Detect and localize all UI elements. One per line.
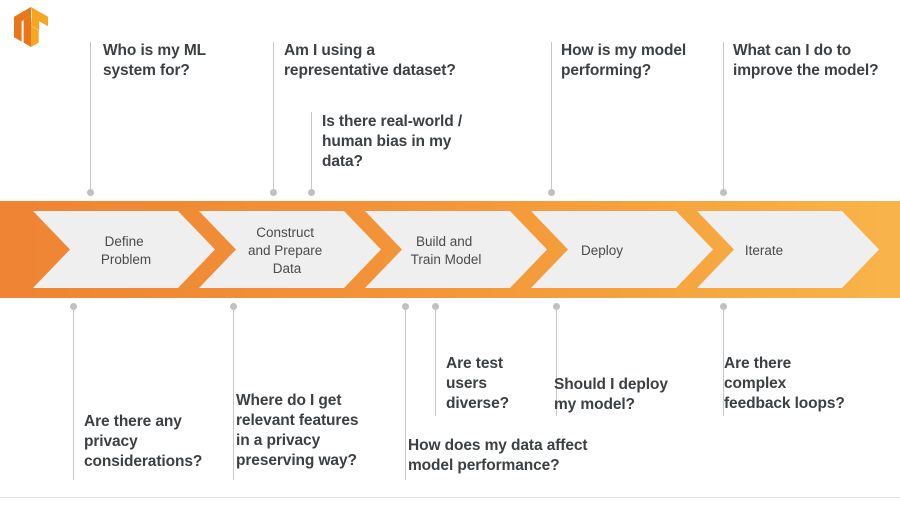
chevron-group: Define Problem Construct and Prepare Dat… [0, 201, 900, 298]
question-who-is-my-ml-system-for: Who is my ML system for? [103, 42, 206, 79]
connector-line-privacy-considerations [73, 306, 74, 480]
question-should-i-deploy: Should I deploy my model? [554, 376, 668, 413]
chevron-label-define-problem: Define Problem [101, 234, 151, 267]
question-privacy-considerations: Are there any privacy considerations? [84, 413, 203, 470]
connector-line-test-users-diverse [435, 306, 436, 416]
chevron-label-iterate: Iterate [745, 243, 783, 258]
question-complex-feedback-loops: Are there complex feedback loops? [724, 355, 845, 412]
connector-dot-real-world-human-bias [308, 189, 315, 196]
footer-divider [0, 497, 900, 498]
connector-line-improve-the-model [723, 42, 724, 192]
connector-line-how-is-my-model-performing [551, 42, 552, 192]
connector-line-should-i-deploy [556, 306, 557, 416]
connector-dot-improve-the-model [720, 189, 727, 196]
chevron-label-construct-and-prepare-data: Construct and Prepare Data [248, 225, 326, 276]
chevron-label-deploy: Deploy [581, 243, 623, 258]
chevron-shape-define-problem [33, 211, 215, 288]
chevron-shape-deploy [531, 211, 713, 288]
connector-dot-representative-dataset [270, 189, 277, 196]
ml-lifecycle-band: Define Problem Construct and Prepare Dat… [0, 201, 900, 298]
connector-dot-who-is-my-ml-system-for [87, 189, 94, 196]
question-representative-dataset: Am I using a representative dataset? [284, 42, 456, 79]
chevron-shape-iterate [697, 211, 879, 288]
chevron-label-build-and-train-model: Build and Train Model [411, 234, 482, 267]
chevron-shape-build-and-train-model [365, 211, 547, 288]
connector-line-real-world-human-bias [311, 112, 312, 192]
connector-line-who-is-my-ml-system-for [90, 42, 91, 192]
connector-dot-how-is-my-model-performing [548, 189, 555, 196]
connector-line-representative-dataset [273, 42, 274, 192]
question-data-affect-performance: How does my data affect model performanc… [408, 437, 588, 474]
connector-line-relevant-features-privacy [233, 306, 234, 480]
question-improve-the-model: What can I do to improve the model? [733, 42, 879, 79]
question-real-world-human-bias: Is there real-world / human bias in my d… [322, 113, 463, 170]
chevron-shape-construct-and-prepare-data [199, 211, 381, 288]
question-test-users-diverse: Are test users diverse? [446, 355, 509, 412]
tensorflow-logo [14, 7, 48, 48]
connector-line-complex-feedback-loops [723, 306, 724, 416]
question-relevant-features-privacy: Where do I get relevant features in a pr… [236, 392, 359, 469]
question-how-is-my-model-performing: How is my model performing? [561, 42, 687, 79]
connector-line-data-affect-performance [405, 306, 406, 480]
